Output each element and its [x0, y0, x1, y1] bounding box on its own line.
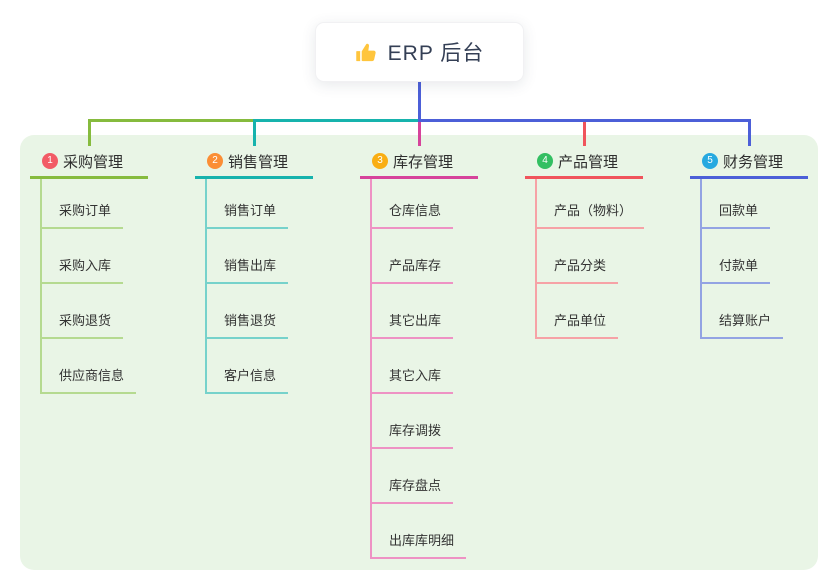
- mindmap-child-node[interactable]: 采购订单: [42, 200, 124, 229]
- branch-number-badge: 3: [372, 153, 388, 169]
- branch-label: 产品管理: [558, 153, 619, 171]
- list-item-row: 客户信息: [207, 339, 313, 394]
- branch-title-node[interactable]: 5 财务管理: [690, 146, 808, 179]
- mindmap-child-node[interactable]: 库存盘点: [372, 475, 454, 504]
- branch: 2 销售管理 销售订单销售出库销售退货客户信息: [195, 146, 313, 394]
- list-item-row: 产品单位: [537, 284, 643, 339]
- branch: 4 产品管理 产品（物料） 产品分类产品单位: [525, 146, 645, 339]
- connector-line: [252, 119, 256, 146]
- connector-line: [747, 119, 751, 146]
- branch-number-badge: 1: [42, 153, 58, 169]
- list-item-row: 库存调拨: [372, 394, 478, 449]
- list-item-row: 结算账户: [702, 284, 808, 339]
- branch-title-node[interactable]: 2 销售管理: [195, 146, 313, 179]
- mindmap-canvas: [20, 135, 818, 570]
- branch-label: 库存管理: [393, 153, 454, 171]
- branch-title-node[interactable]: 1 采购管理: [30, 146, 148, 179]
- branch-label: 财务管理: [723, 153, 784, 171]
- mindmap-child-node[interactable]: 库存调拨: [372, 420, 454, 449]
- list-item-row: 出库库明细: [372, 504, 478, 559]
- mindmap-child-node[interactable]: 产品（物料）: [537, 200, 645, 229]
- mindmap-child-node[interactable]: 采购退货: [42, 310, 124, 339]
- branch-children-list: 回款单付款单结算账户: [700, 179, 808, 339]
- connector-line: [417, 119, 421, 146]
- branch-number-badge: 2: [207, 153, 223, 169]
- root-node[interactable]: ERP 后台: [315, 22, 524, 82]
- branch: 5 财务管理 回款单付款单结算账户: [690, 146, 808, 339]
- mindmap-child-node[interactable]: 回款单: [702, 200, 771, 229]
- list-item-row: 采购入库: [42, 229, 148, 284]
- mindmap-child-node[interactable]: 产品分类: [537, 255, 619, 284]
- branch: 3 库存管理 仓库信息产品库存其它出库其它入库库存调拨库存盘点出库库明细: [360, 146, 478, 559]
- list-item-row: 库存盘点: [372, 449, 478, 504]
- connector-line: [417, 82, 421, 122]
- branch-children-list: 采购订单采购入库采购退货供应商信息: [40, 179, 148, 394]
- branch-label: 销售管理: [228, 153, 289, 171]
- list-item-row: 产品分类: [537, 229, 643, 284]
- mindmap-child-node[interactable]: 其它出库: [372, 310, 454, 339]
- mindmap-child-node[interactable]: 出库库明细: [372, 530, 467, 559]
- thumbs-up-icon: [355, 43, 376, 61]
- list-item-row: 采购订单: [42, 179, 148, 229]
- list-item-row: 付款单: [702, 229, 808, 284]
- list-item-row: 采购退货: [42, 284, 148, 339]
- mindmap-child-node[interactable]: 销售退货: [207, 310, 289, 339]
- connector-line: [417, 119, 751, 122]
- mindmap-child-node[interactable]: 付款单: [702, 255, 771, 284]
- branch: 1 采购管理 采购订单采购入库采购退货供应商信息: [30, 146, 148, 394]
- mindmap-child-node[interactable]: 供应商信息: [42, 365, 137, 394]
- mindmap-child-node[interactable]: 产品单位: [537, 310, 619, 339]
- branch-number-badge: 5: [702, 153, 718, 169]
- branch-children-list: 产品（物料） 产品分类产品单位: [535, 179, 645, 339]
- mindmap-child-node[interactable]: 其它入库: [372, 365, 454, 394]
- list-item-row: 产品库存: [372, 229, 478, 284]
- list-item-row: 销售订单: [207, 179, 313, 229]
- list-item-row: 其它入库: [372, 339, 478, 394]
- list-item-row: 仓库信息: [372, 179, 478, 229]
- branch-children-list: 仓库信息产品库存其它出库其它入库库存调拨库存盘点出库库明细: [370, 179, 478, 559]
- branch-title-node[interactable]: 3 库存管理: [360, 146, 478, 179]
- connector-line: [252, 119, 421, 122]
- mindmap-child-node[interactable]: 采购入库: [42, 255, 124, 284]
- list-item-row: 其它出库: [372, 284, 478, 339]
- list-item-row: 供应商信息: [42, 339, 148, 394]
- root-node-label: ERP 后台: [387, 42, 485, 65]
- list-item-row: 销售退货: [207, 284, 313, 339]
- branch-children-list: 销售订单销售出库销售退货客户信息: [205, 179, 313, 394]
- connector-line: [582, 119, 586, 146]
- list-item-row: 销售出库: [207, 229, 313, 284]
- branch-label: 采购管理: [63, 153, 124, 171]
- connector-line: [87, 119, 91, 146]
- list-item-row: 回款单: [702, 179, 808, 229]
- mindmap-child-node[interactable]: 产品库存: [372, 255, 454, 284]
- mindmap-child-node[interactable]: 仓库信息: [372, 200, 454, 229]
- mindmap-child-node[interactable]: 销售出库: [207, 255, 289, 284]
- branch-number-badge: 4: [537, 153, 553, 169]
- list-item-row: 产品（物料）: [537, 179, 645, 229]
- mindmap-child-node[interactable]: 结算账户: [702, 310, 784, 339]
- mindmap-child-node[interactable]: 销售订单: [207, 200, 289, 229]
- branch-title-node[interactable]: 4 产品管理: [525, 146, 643, 179]
- mindmap-child-node[interactable]: 客户信息: [207, 365, 289, 394]
